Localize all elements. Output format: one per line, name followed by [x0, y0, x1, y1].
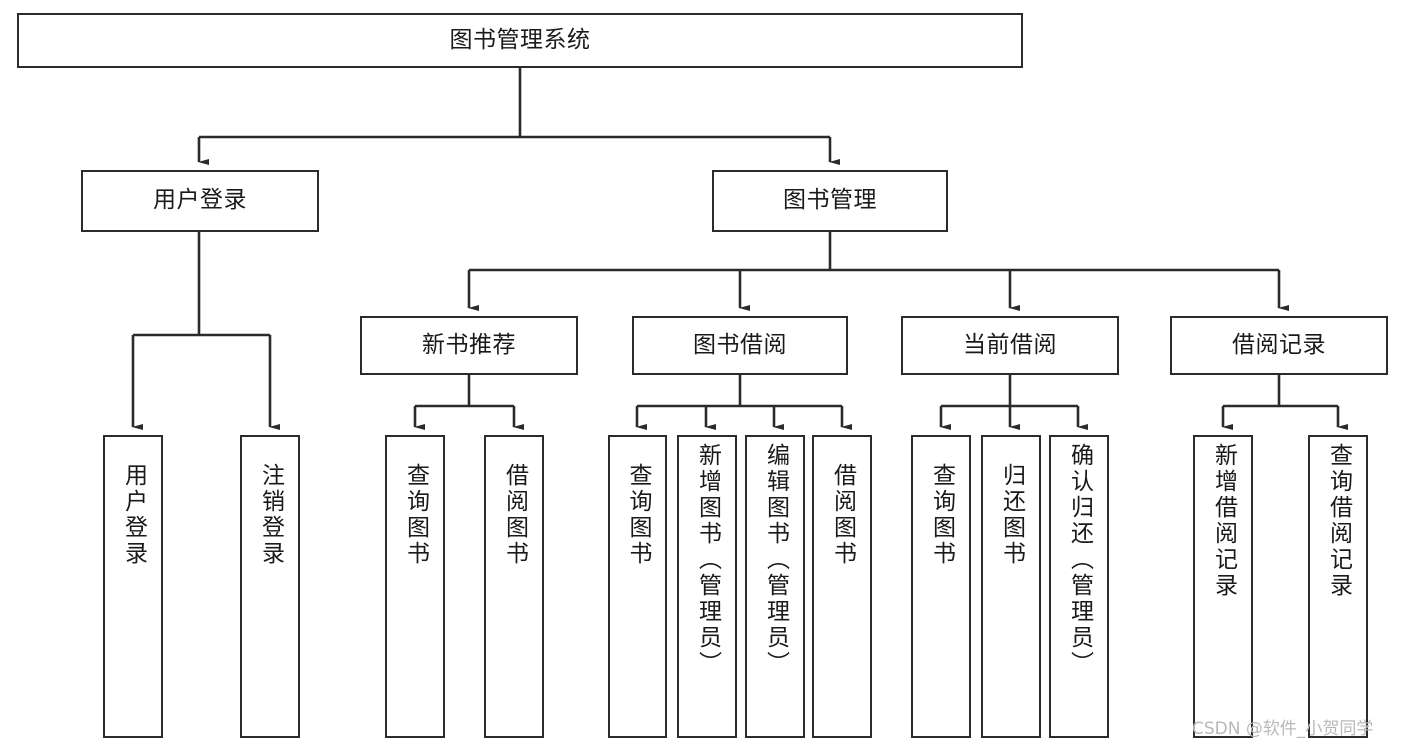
node-label: 编辑图书（管理员） — [762, 443, 789, 677]
node-label: 图书借阅 — [693, 331, 787, 358]
node-leaf-current-confirm-return-admin[interactable]: 确认归还（管理员） — [1049, 435, 1109, 738]
node-label: 新书推荐 — [422, 331, 516, 358]
node-leaf-record-add-borrow-record[interactable]: 新增借阅记录 — [1193, 435, 1253, 738]
node-borrow-record[interactable]: 借阅记录 — [1170, 316, 1388, 375]
node-leaf-user-login[interactable]: 用户登录 — [103, 435, 163, 738]
node-label: 新增图书（管理员） — [694, 443, 721, 677]
node-root-system[interactable]: 图书管理系统 — [17, 13, 1023, 68]
node-current-borrow[interactable]: 当前借阅 — [901, 316, 1119, 375]
node-label: 借阅记录 — [1232, 331, 1326, 358]
node-label: 查询借阅记录 — [1325, 443, 1352, 599]
node-label: 确认归还（管理员） — [1066, 443, 1093, 677]
node-new-book-recommend[interactable]: 新书推荐 — [360, 316, 578, 375]
node-label: 新增借阅记录 — [1210, 443, 1237, 599]
node-user-login[interactable]: 用户登录 — [81, 170, 319, 232]
node-leaf-record-query-borrow-record[interactable]: 查询借阅记录 — [1308, 435, 1368, 738]
node-leaf-borrow-add-book-admin[interactable]: 新增图书（管理员） — [677, 435, 737, 738]
node-label: 注销登录 — [257, 463, 284, 567]
node-label: 借阅图书 — [501, 463, 528, 567]
node-label: 图书管理 — [783, 187, 877, 214]
node-label: 用户登录 — [153, 187, 247, 214]
node-leaf-borrow-edit-book-admin[interactable]: 编辑图书（管理员） — [745, 435, 805, 738]
node-label: 借阅图书 — [829, 463, 856, 567]
node-book-manage[interactable]: 图书管理 — [712, 170, 948, 232]
node-leaf-borrow-query-book[interactable]: 查询图书 — [608, 435, 667, 738]
node-leaf-current-return-book[interactable]: 归还图书 — [981, 435, 1041, 738]
node-label: 查询图书 — [625, 463, 651, 567]
node-label: 归还图书 — [998, 463, 1025, 567]
node-leaf-recommend-query-book[interactable]: 查询图书 — [385, 435, 445, 738]
node-label: 用户登录 — [120, 463, 147, 567]
node-leaf-recommend-borrow-book[interactable]: 借阅图书 — [484, 435, 544, 738]
node-leaf-current-query-book[interactable]: 查询图书 — [911, 435, 971, 738]
node-leaf-borrow-do-borrow[interactable]: 借阅图书 — [812, 435, 872, 738]
node-book-borrow[interactable]: 图书借阅 — [632, 316, 848, 375]
node-label: 图书管理系统 — [449, 26, 591, 53]
node-leaf-user-logout[interactable]: 注销登录 — [240, 435, 300, 738]
node-label: 查询图书 — [928, 463, 955, 567]
node-label: 当前借阅 — [963, 331, 1057, 358]
node-label: 查询图书 — [402, 463, 429, 567]
